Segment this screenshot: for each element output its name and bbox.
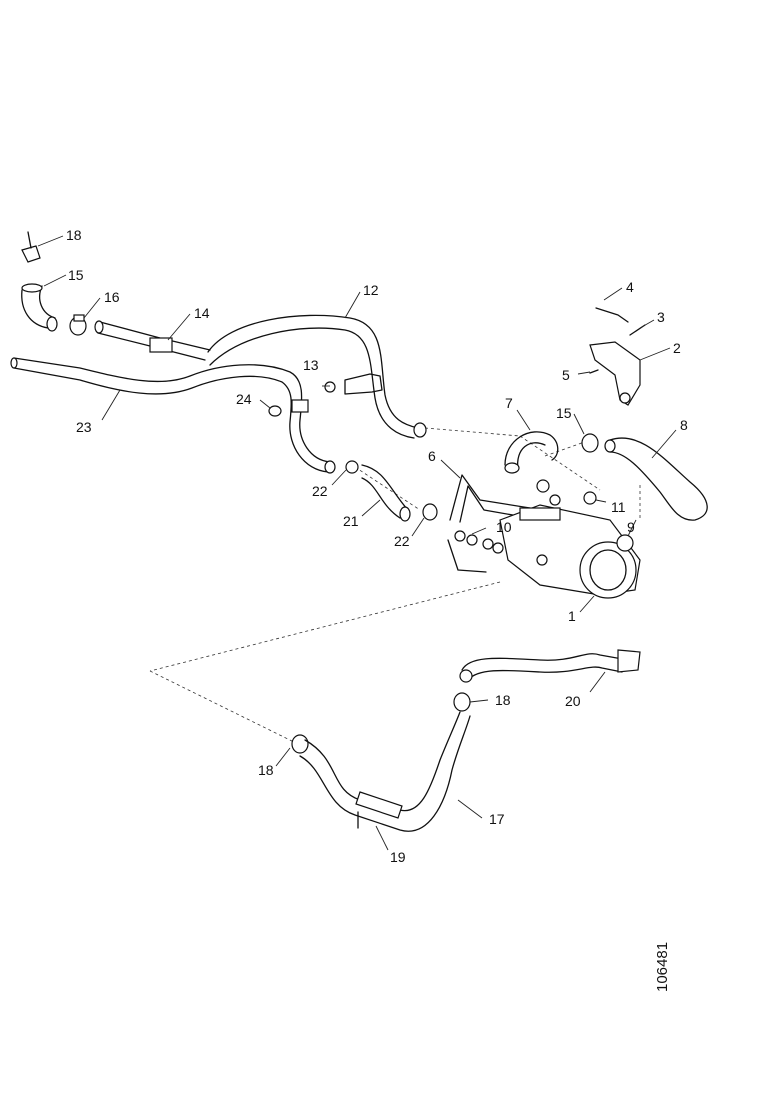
hose-17 [299,711,471,832]
callout-15-mid: 15 [556,405,572,421]
screw-24 [268,405,282,417]
hose-15 [21,283,58,332]
callout-18-top: 18 [66,227,82,243]
callout-22-lower: 22 [394,533,410,549]
callout-15-top: 15 [68,267,84,283]
clamps-11 [536,479,597,506]
callout-20: 20 [565,693,581,709]
clamp-18-lower [291,734,309,754]
callout-5: 5 [562,367,570,383]
pipe-23 [10,357,336,474]
callout-2: 2 [673,340,681,356]
callout-4: 4 [626,279,634,295]
callout-21: 21 [343,513,359,529]
clamp-16 [69,314,87,336]
callout-9: 9 [627,519,635,535]
clamp-15-mid [581,433,599,453]
clip-18-top [21,231,41,263]
pipe-6 [449,474,531,523]
callout-23: 23 [76,419,92,435]
clamp-22-upper [345,460,359,474]
callout-labels: 18 15 16 14 12 4 3 2 5 13 24 23 7 15 8 6… [66,227,688,865]
hose-8 [604,437,708,521]
bracket-2 [589,341,641,406]
clip-19 [355,791,403,829]
callout-10: 10 [496,519,512,535]
nut-5 [589,369,599,374]
callout-16: 16 [104,289,120,305]
hose-21 [361,464,411,522]
callout-19: 19 [390,849,406,865]
callout-17: 17 [489,811,505,827]
document-number: 106481 [654,942,671,992]
callout-13: 13 [303,357,319,373]
clamp-22-lower [422,503,438,521]
connector-13 [324,373,383,395]
callout-24: 24 [236,391,252,407]
leader-lines [37,235,677,851]
pipe-14 [94,320,211,361]
clamp-18-mid [453,692,471,712]
callout-18-lower: 18 [258,762,274,778]
callout-18-mid: 18 [495,692,511,708]
callout-7: 7 [505,395,513,411]
callout-11: 11 [611,499,626,515]
hose-7 [504,431,559,474]
callout-12: 12 [363,282,379,298]
heater-unit-1 [499,504,641,599]
hose-12 [207,314,427,439]
callout-8: 8 [680,417,688,433]
callout-3: 3 [657,309,665,325]
callout-22-upper: 22 [312,483,328,499]
pipe-20 [459,649,641,683]
bracket-4 [595,307,629,323]
callout-1: 1 [568,608,576,624]
callout-6: 6 [428,448,436,464]
callout-14: 14 [194,305,210,321]
fittings-10 [447,530,504,573]
alignment-lines [149,427,641,746]
